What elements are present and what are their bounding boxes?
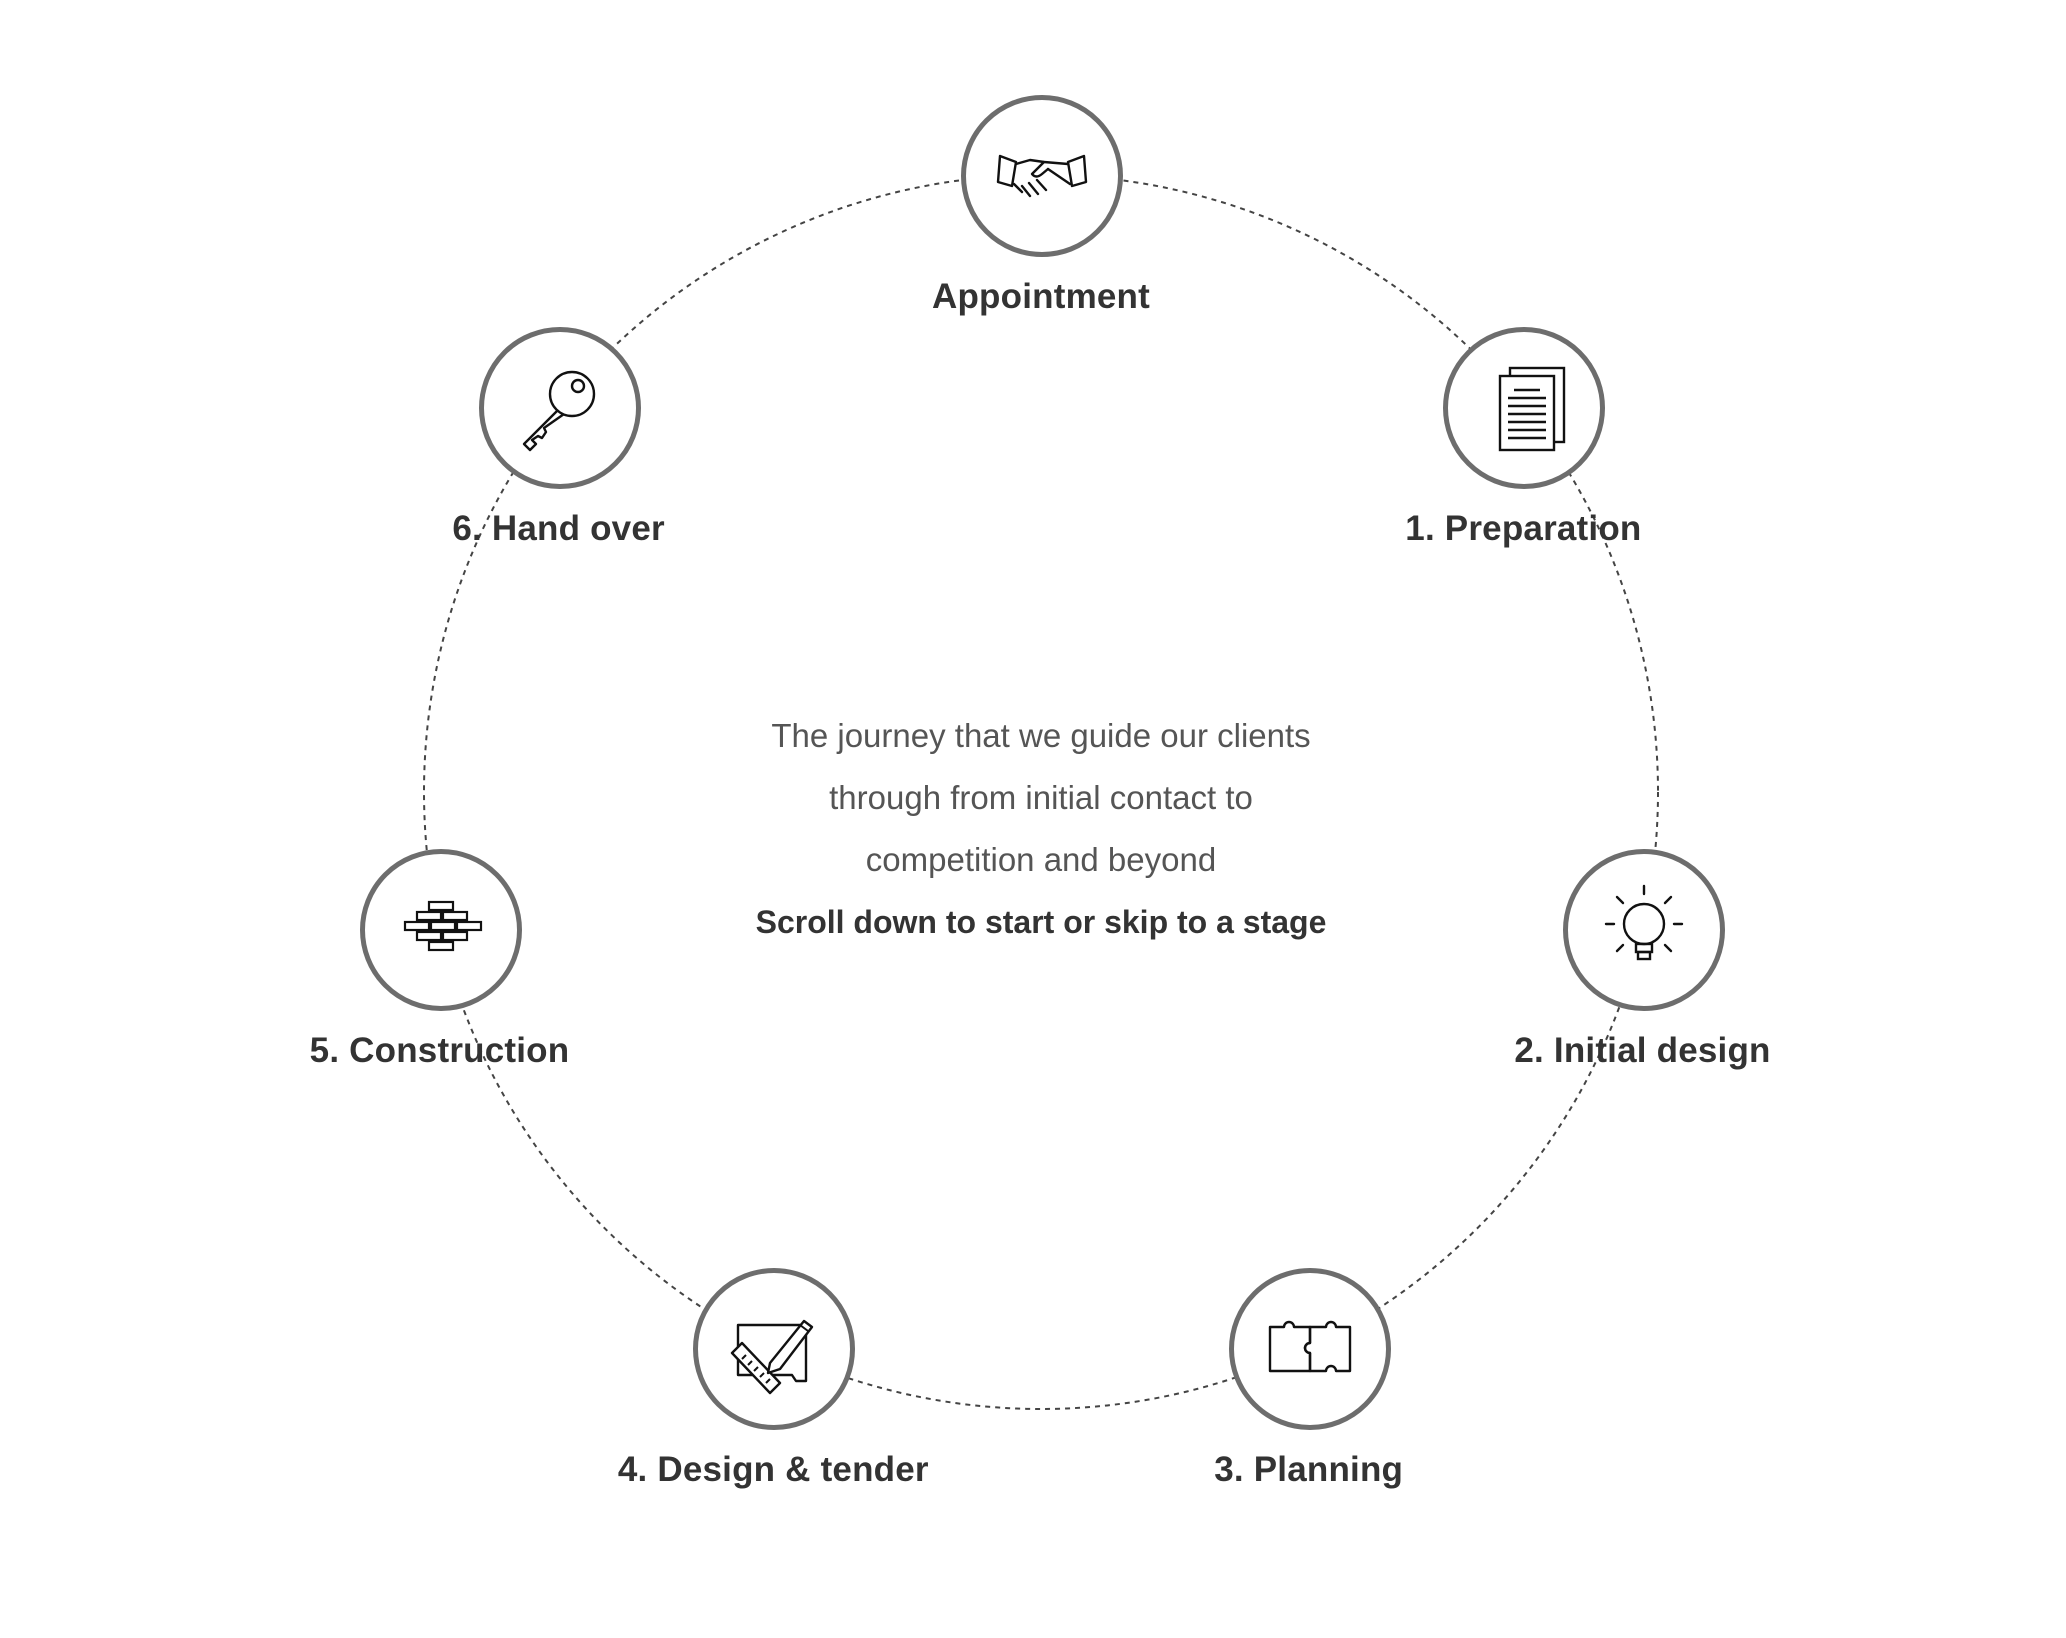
documents-icon: [1499, 367, 1566, 452]
stage-node-construction[interactable]: [359, 849, 522, 1012]
stage-node-appointment[interactable]: [961, 95, 1123, 257]
stage-node-preparation[interactable]: [1443, 327, 1606, 490]
intro-text: The journey that we guide our clients th…: [721, 705, 1361, 953]
stage-label-planning[interactable]: 3. Planning: [1214, 1449, 1404, 1489]
stage-label-construction[interactable]: 5. Construction: [309, 1031, 570, 1071]
stage-node-design-tender[interactable]: [693, 1267, 856, 1430]
bricks-icon: [403, 901, 482, 952]
handshake-icon: [996, 154, 1088, 198]
stage-node-hand-over[interactable]: [478, 327, 641, 490]
intro-line: The journey that we guide our clients: [771, 717, 1311, 754]
stage-node-planning[interactable]: [1228, 1267, 1391, 1430]
stage-label-design-tender[interactable]: 4. Design & tender: [617, 1449, 929, 1489]
scroll-cta[interactable]: Scroll down to start or skip to a stage: [755, 904, 1327, 940]
intro-line: competition and beyond: [865, 841, 1217, 878]
intro-line: through from initial contact to: [829, 779, 1253, 816]
lightbulb-icon: [1604, 885, 1683, 961]
stage-label-preparation[interactable]: 1. Preparation: [1405, 509, 1642, 549]
stage-label-hand-over[interactable]: 6. Hand over: [452, 509, 665, 549]
drawing-ruler-pencil-icon: [731, 1319, 814, 1395]
key-icon: [522, 371, 595, 452]
stage-node-initial-design[interactable]: [1562, 849, 1725, 1012]
puzzle-icon: [1268, 1320, 1351, 1373]
stage-label-appointment[interactable]: Appointment: [932, 277, 1150, 316]
stage-label-initial-design[interactable]: 2. Initial design: [1514, 1031, 1771, 1071]
